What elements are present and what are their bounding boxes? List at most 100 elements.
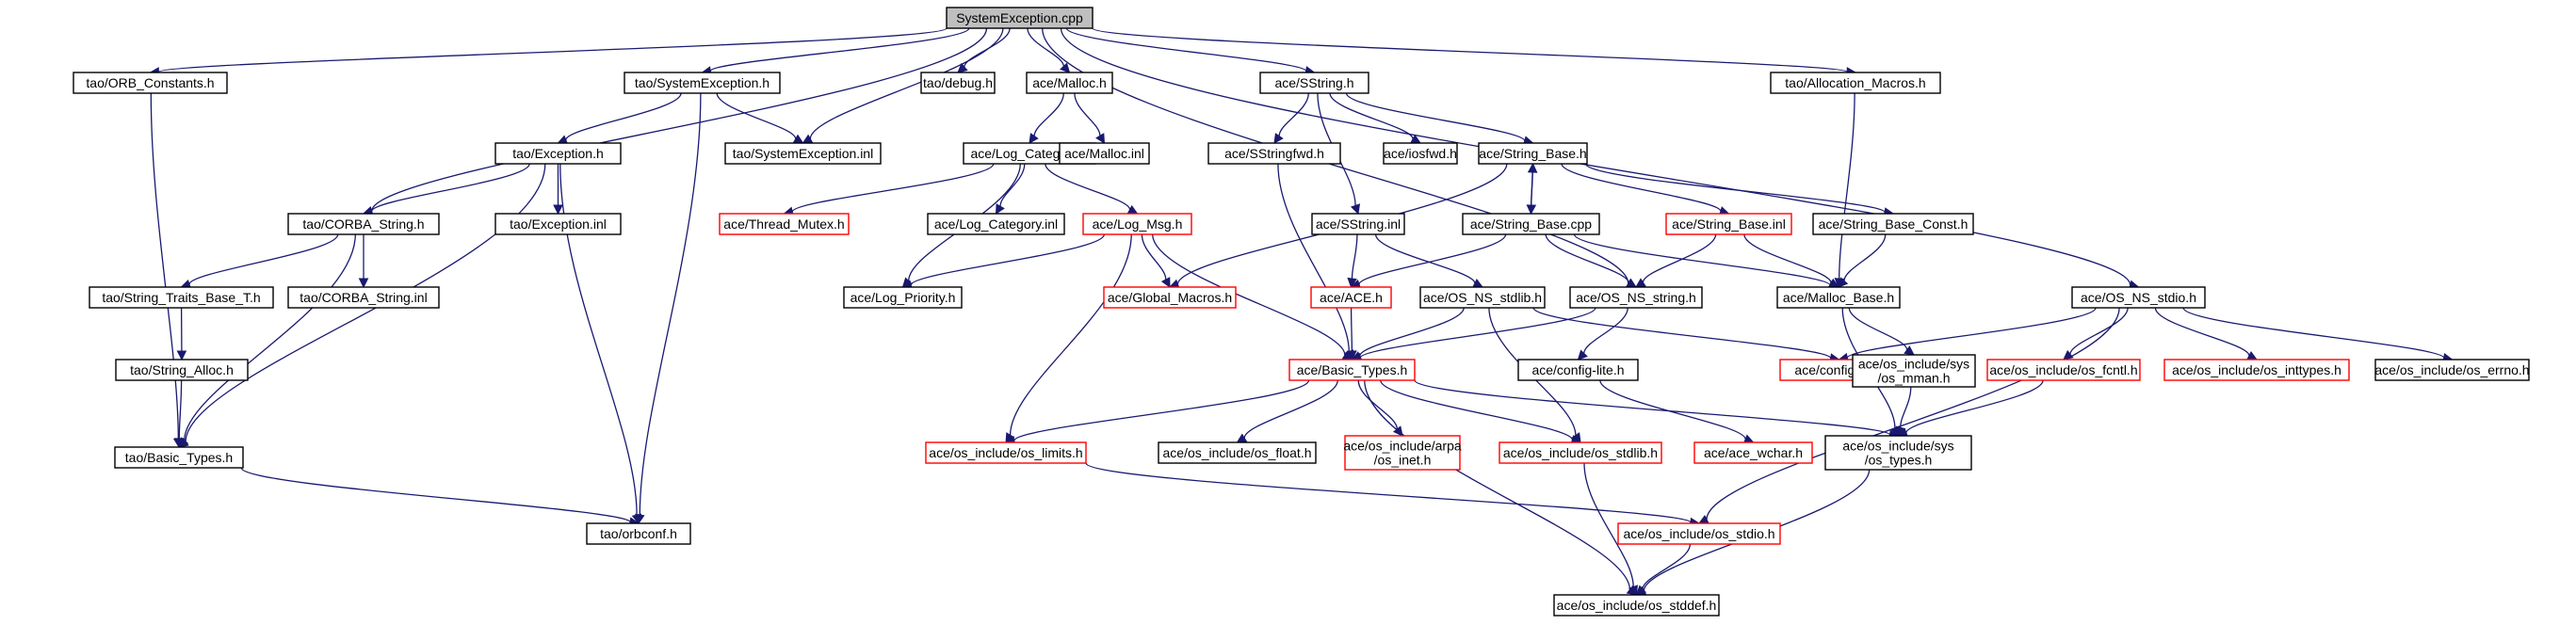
node-box xyxy=(946,7,1094,29)
node-stdio[interactable]: ace/os_include/os_stdio.h xyxy=(1617,522,1781,545)
edge-line xyxy=(1141,233,1167,280)
node-box xyxy=(1478,142,1588,165)
edge-strbasecpp-to-mallocbase xyxy=(1573,233,1840,291)
edge-osnsstdio-to-inttypes xyxy=(2154,307,2258,361)
node-box xyxy=(1158,441,1317,464)
edge-line xyxy=(1414,379,1891,436)
edge-line xyxy=(1905,379,2044,434)
node-osnsstdlib[interactable]: ace/OS_NS_stdlib.h xyxy=(1419,286,1546,309)
node-threadmutex[interactable]: ace/Thread_Mutex.h xyxy=(719,213,850,235)
node-globalmac[interactable]: ace/Global_Macros.h xyxy=(1103,286,1237,309)
node-strbase[interactable]: ace/String_Base.h xyxy=(1478,142,1588,165)
node-basictypes[interactable]: ace/Basic_Types.h xyxy=(1288,359,1416,381)
node-root[interactable]: SystemException.cpp xyxy=(946,7,1094,29)
edge-line xyxy=(1561,163,1722,213)
node-box xyxy=(1026,72,1113,94)
node-corbastrinl[interactable]: tao/CORBA_String.inl xyxy=(287,286,440,309)
node-sstringinl[interactable]: ace/SString.inl xyxy=(1311,213,1405,235)
node-corbastr[interactable]: tao/CORBA_String.h xyxy=(287,213,440,235)
node-mallocinl[interactable]: ace/Malloc.inl xyxy=(1059,142,1150,165)
edge-root-to-sysexh xyxy=(701,27,970,76)
node-logcatinl[interactable]: ace/Log_Category.inl xyxy=(927,213,1065,235)
node-debug[interactable]: tao/debug.h xyxy=(920,72,996,94)
node-label: tao/Exception.h xyxy=(512,146,604,161)
node-box xyxy=(1852,354,1976,388)
node-strtraits[interactable]: tao/String_Traits_Base_T.h xyxy=(89,286,274,309)
node-box xyxy=(1617,522,1781,545)
node-sysexh[interactable]: tao/SystemException.h xyxy=(624,72,781,94)
node-stdlibh[interactable]: ace/os_include/os_stdlib.h xyxy=(1499,441,1662,464)
node-osnsstring[interactable]: ace/OS_NS_string.h xyxy=(1569,286,1703,309)
edge-root-to-debug xyxy=(957,27,1011,73)
node-malloch[interactable]: ace/Malloc.h xyxy=(1026,72,1113,94)
node-osnsstdio[interactable]: ace/OS_NS_stdio.h xyxy=(2071,286,2206,309)
edge-arrowhead xyxy=(1527,162,1538,173)
node-configlite[interactable]: ace/config-lite.h xyxy=(1517,359,1639,381)
edge-arrowhead xyxy=(1347,350,1357,361)
edge-osnsstdio-to-configall xyxy=(1838,307,2097,363)
node-stddef[interactable]: ace/os_include/os_stddef.h xyxy=(1553,594,1720,617)
node-logmsg[interactable]: ace/Log_Msg.h xyxy=(1082,213,1192,235)
node-label: ace/os_include/os_errno.h xyxy=(2374,362,2529,377)
node-label: SystemException.cpp xyxy=(956,10,1083,25)
node-label: ace/iosfwd.h xyxy=(1384,146,1457,161)
node-box xyxy=(1517,359,1639,381)
node-allocmac[interactable]: tao/Allocation_Macros.h xyxy=(1770,72,1941,94)
node-excinl[interactable]: tao/Exception.inl xyxy=(494,213,622,235)
node-errno[interactable]: ace/os_include/os_errno.h xyxy=(2374,359,2530,381)
node-box xyxy=(925,441,1087,464)
node-label: tao/Allocation_Macros.h xyxy=(1785,75,1925,90)
edge-sstringinl-to-aceh xyxy=(1347,233,1358,289)
node-orbconst[interactable]: tao/ORB_Constants.h xyxy=(73,72,228,94)
node-inttypes[interactable]: ace/os_include/os_inttypes.h xyxy=(2163,359,2350,381)
edge-line xyxy=(999,163,1026,207)
edge-arrowhead xyxy=(553,204,563,216)
node-label: ace/SString.inl xyxy=(1316,216,1401,232)
node-sstringfwd[interactable]: ace/SStringfwd.h xyxy=(1207,142,1341,165)
node-aceh[interactable]: ace/ACE.h xyxy=(1310,286,1392,309)
node-systypes[interactable]: ace/os_include/sys/os_types.h xyxy=(1824,435,1972,471)
node-label: ace/String_Base_Const.h xyxy=(1819,216,1968,232)
edge-root-to-malloch xyxy=(1027,27,1071,73)
edge-line xyxy=(1152,233,1346,356)
edge-stdio-to-stddef xyxy=(1635,543,1692,596)
node-inet[interactable]: ace/os_include/arpa/os_inet.h xyxy=(1343,435,1462,471)
node-limits[interactable]: ace/os_include/os_limits.h xyxy=(925,441,1087,464)
node-box xyxy=(1059,142,1150,165)
node-float[interactable]: ace/os_include/os_float.h xyxy=(1158,441,1317,464)
node-iosfwd[interactable]: ace/iosfwd.h xyxy=(1383,142,1458,165)
edge-strbasecpp-to-osnsstring xyxy=(1545,233,1637,288)
edge-osnsstdlib-to-basictypes xyxy=(1351,307,1465,361)
node-strbaseinl[interactable]: ace/String_Base.inl xyxy=(1665,213,1792,235)
node-box xyxy=(1207,142,1341,165)
node-strbaseconst[interactable]: ace/String_Base_Const.h xyxy=(1812,213,1974,235)
node-box xyxy=(494,213,622,235)
edge-line xyxy=(1357,379,1399,430)
node-label: ace/String_Base.cpp xyxy=(1470,216,1592,232)
edge-basictypes-to-stddef xyxy=(1364,379,1638,596)
node-logprio[interactable]: ace/Log_Priority.h xyxy=(843,286,963,309)
node-mallocbase[interactable]: ace/Malloc_Base.h xyxy=(1776,286,1901,309)
node-sstring[interactable]: ace/SString.h xyxy=(1259,72,1369,94)
edge-sstringinl-to-osnsstdlib xyxy=(1374,233,1484,288)
edge-exception-to-corbastr xyxy=(362,163,530,216)
node-stralloc[interactable]: tao/String_Alloc.h xyxy=(115,359,249,381)
node-box xyxy=(1103,286,1237,309)
node-strbasecpp[interactable]: ace/String_Base.cpp xyxy=(1462,213,1600,235)
node-box xyxy=(1462,213,1600,235)
node-fcntl[interactable]: ace/os_include/os_fcntl.h xyxy=(1986,359,2141,381)
node-box xyxy=(89,286,274,309)
node-exception[interactable]: tao/Exception.h xyxy=(494,142,622,165)
edge-logmsg-to-globalmac xyxy=(1141,233,1171,288)
node-label: ace/Log_Category.h xyxy=(970,146,1088,161)
edge-line xyxy=(1345,92,1526,142)
node-box xyxy=(920,72,996,94)
node-taobasic[interactable]: tao/Basic_Types.h xyxy=(114,446,244,469)
node-sysexinl[interactable]: tao/SystemException.inl xyxy=(724,142,882,165)
edge-arrowhead xyxy=(1160,277,1171,288)
node-wchar[interactable]: ace/ace_wchar.h xyxy=(1693,441,1813,464)
edge-line xyxy=(1278,92,1309,136)
node-mman[interactable]: ace/os_include/sys/os_mman.h xyxy=(1852,354,1976,388)
edge-allocmac-to-mallocbase xyxy=(1834,92,1855,289)
node-orbconf[interactable]: tao/orbconf.h xyxy=(586,522,691,545)
